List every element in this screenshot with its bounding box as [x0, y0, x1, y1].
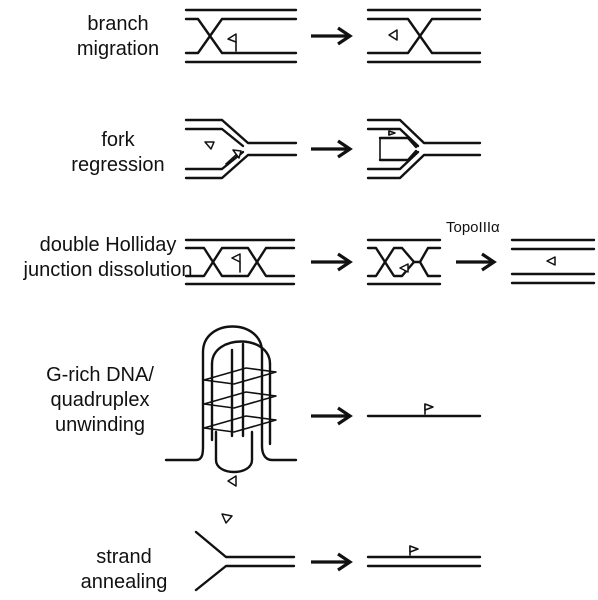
label-gquad-line3: unwinding — [55, 414, 145, 436]
separated-strands-before — [194, 513, 296, 592]
label-fork-line2: regression — [71, 154, 164, 176]
flag-marker — [546, 256, 556, 266]
row-fork-regression: fork regression — [71, 118, 482, 180]
reaction-arrow — [311, 26, 353, 46]
arrowhead-3prime-end — [232, 149, 242, 159]
annealed-duplex-after — [366, 545, 482, 568]
reaction-arrow — [456, 252, 497, 272]
reaction-arrow — [311, 552, 353, 572]
flag-marker — [424, 403, 434, 411]
label-gquad-line2: quadruplex — [51, 389, 150, 411]
hemicatenane-intermediate — [366, 238, 442, 286]
label-dhj-line1: double Holliday — [40, 234, 177, 256]
flag-marker — [221, 513, 233, 524]
row-strand-annealing: strand annealing — [81, 513, 482, 593]
row-quadruplex-unwinding: G-rich DNA/ quadruplex unwinding — [46, 325, 482, 487]
label-branch-line1: branch — [87, 13, 148, 35]
row-branch-migration: branch migration — [77, 8, 482, 64]
flag-marker — [227, 33, 237, 43]
holliday-junction-after — [366, 8, 482, 64]
single-strand-after — [366, 403, 482, 418]
label-annealing-line1: strand — [96, 546, 152, 568]
dissolved-duplexes-after — [510, 238, 596, 285]
g-quadruplex-structure — [164, 325, 298, 487]
row-double-holliday-junction: double Holliday junction dissolution Top… — [23, 219, 596, 286]
flag-marker — [231, 253, 241, 263]
label-fork-line1: fork — [101, 129, 135, 151]
flag-marker — [388, 130, 396, 136]
holliday-junction-before — [184, 8, 298, 64]
enzyme-label-topoIIIalpha: TopoIIIα — [446, 219, 500, 236]
label-dhj-line2: junction dissolution — [23, 259, 193, 281]
reaction-arrow — [311, 252, 353, 272]
flag-marker — [399, 263, 409, 273]
label-branch-line2: migration — [77, 38, 159, 60]
flag-marker — [388, 29, 398, 41]
regressed-fork-after — [366, 118, 482, 180]
double-holliday-junction-before — [184, 238, 296, 286]
reaction-arrow — [311, 139, 353, 159]
label-annealing-line2: annealing — [81, 571, 168, 593]
flag-marker — [204, 141, 215, 150]
flag-marker — [409, 545, 419, 553]
flag-marker — [227, 475, 237, 487]
label-gquad-line1: G-rich DNA/ — [46, 364, 154, 386]
replication-fork-before — [184, 118, 298, 180]
reaction-arrow — [311, 406, 353, 426]
